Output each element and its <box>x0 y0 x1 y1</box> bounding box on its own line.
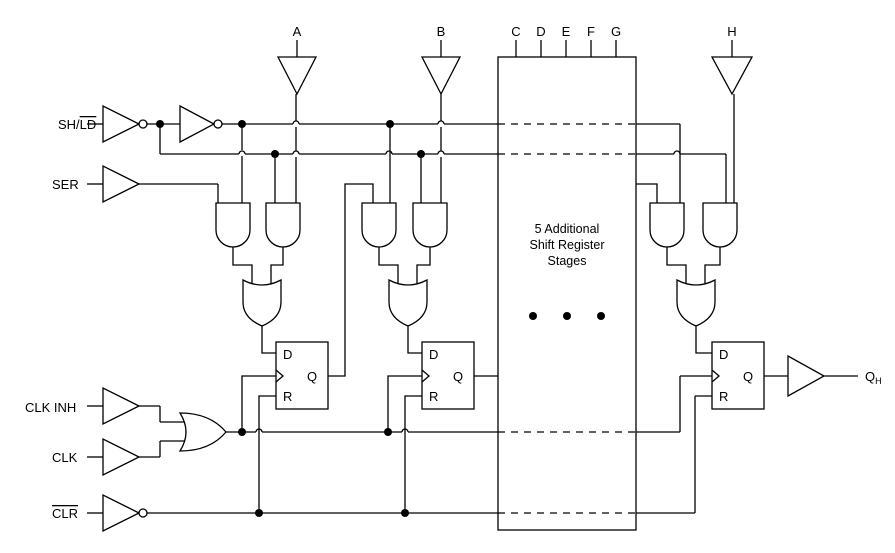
qh-output-buffer <box>787 354 826 398</box>
stage-a-ser-and-gate <box>215 202 251 248</box>
stage-b-or-gate <box>388 278 428 327</box>
junction-dot <box>401 509 409 517</box>
clr-label: CLR <box>52 506 78 521</box>
sh-ld-second-inverter <box>179 104 216 144</box>
stage-a-ff-d-pin: D <box>283 347 292 362</box>
sh-ld-inverter-bubble <box>138 119 148 129</box>
stage-h-load-and-gate <box>702 202 738 248</box>
stage-h-flip-flop <box>711 341 765 410</box>
stage-b-ff-r-pin: R <box>429 389 438 404</box>
stage-h-output-buffer <box>710 56 754 96</box>
clk-label: CLK <box>52 450 78 465</box>
stage-b-ser-and-gate <box>361 202 397 248</box>
junction-dot <box>255 509 263 517</box>
clr-input-inverter <box>102 493 141 533</box>
junction-dot <box>238 120 246 128</box>
output-d-label: D <box>536 24 545 39</box>
junction-dot <box>238 428 246 436</box>
output-h-label: H <box>727 24 736 39</box>
stage-b-ff-q-pin: Q <box>453 369 463 384</box>
clk-inh-input-buffer <box>102 386 141 426</box>
junction-dot <box>384 428 392 436</box>
clr-inverter-bubble <box>138 508 148 518</box>
stage-h-or-gate <box>676 278 716 327</box>
stage-h-ff-d-pin: D <box>719 347 728 362</box>
stage-h-ser-and-gate <box>649 202 685 248</box>
stage-h-ff-r-pin: R <box>719 389 728 404</box>
clk-input-buffer <box>102 437 141 477</box>
clock-or-gate <box>178 412 227 452</box>
sh-ld-input-inverter <box>102 104 141 144</box>
output-c-label: C <box>511 24 520 39</box>
sh-ld-second-bubble <box>213 119 223 129</box>
block-label-line2: Shift Register <box>529 238 604 252</box>
stage-b-load-and-gate <box>412 202 448 248</box>
ser-input-buffer <box>102 164 141 204</box>
stage-a-or-gate <box>242 278 282 327</box>
qh-output-label: QH <box>865 369 882 386</box>
ellipsis-dot-2 <box>563 312 571 320</box>
ser-label: SER <box>52 177 79 192</box>
ellipsis-dot-1 <box>529 312 537 320</box>
junction-dot <box>271 150 279 158</box>
block-label-line1: 5 Additional <box>535 222 600 236</box>
additional-stages-block <box>497 56 637 531</box>
output-g-label: G <box>611 24 621 39</box>
stage-h-ff-q-pin: Q <box>743 369 753 384</box>
junction-dot <box>156 120 164 128</box>
stage-a-ff-r-pin: R <box>283 389 292 404</box>
output-b-label: B <box>437 24 446 39</box>
output-f-label: F <box>587 24 595 39</box>
junction-dot <box>386 120 394 128</box>
stage-b-output-buffer <box>420 56 462 96</box>
block-label-line3: Stages <box>548 254 587 268</box>
stage-a-output-buffer <box>276 56 318 96</box>
stage-a-flip-flop <box>275 341 329 410</box>
clk-inh-label: CLK INH <box>25 400 76 415</box>
junction-dot <box>417 150 425 158</box>
stage-a-ff-q-pin: Q <box>307 369 317 384</box>
stage-b-ff-d-pin: D <box>429 347 438 362</box>
stage-b-flip-flop <box>421 341 475 410</box>
stage-a-load-and-gate <box>265 202 301 248</box>
ellipsis-dot-3 <box>597 312 605 320</box>
output-e-label: E <box>562 24 571 39</box>
output-a-label: A <box>293 24 302 39</box>
